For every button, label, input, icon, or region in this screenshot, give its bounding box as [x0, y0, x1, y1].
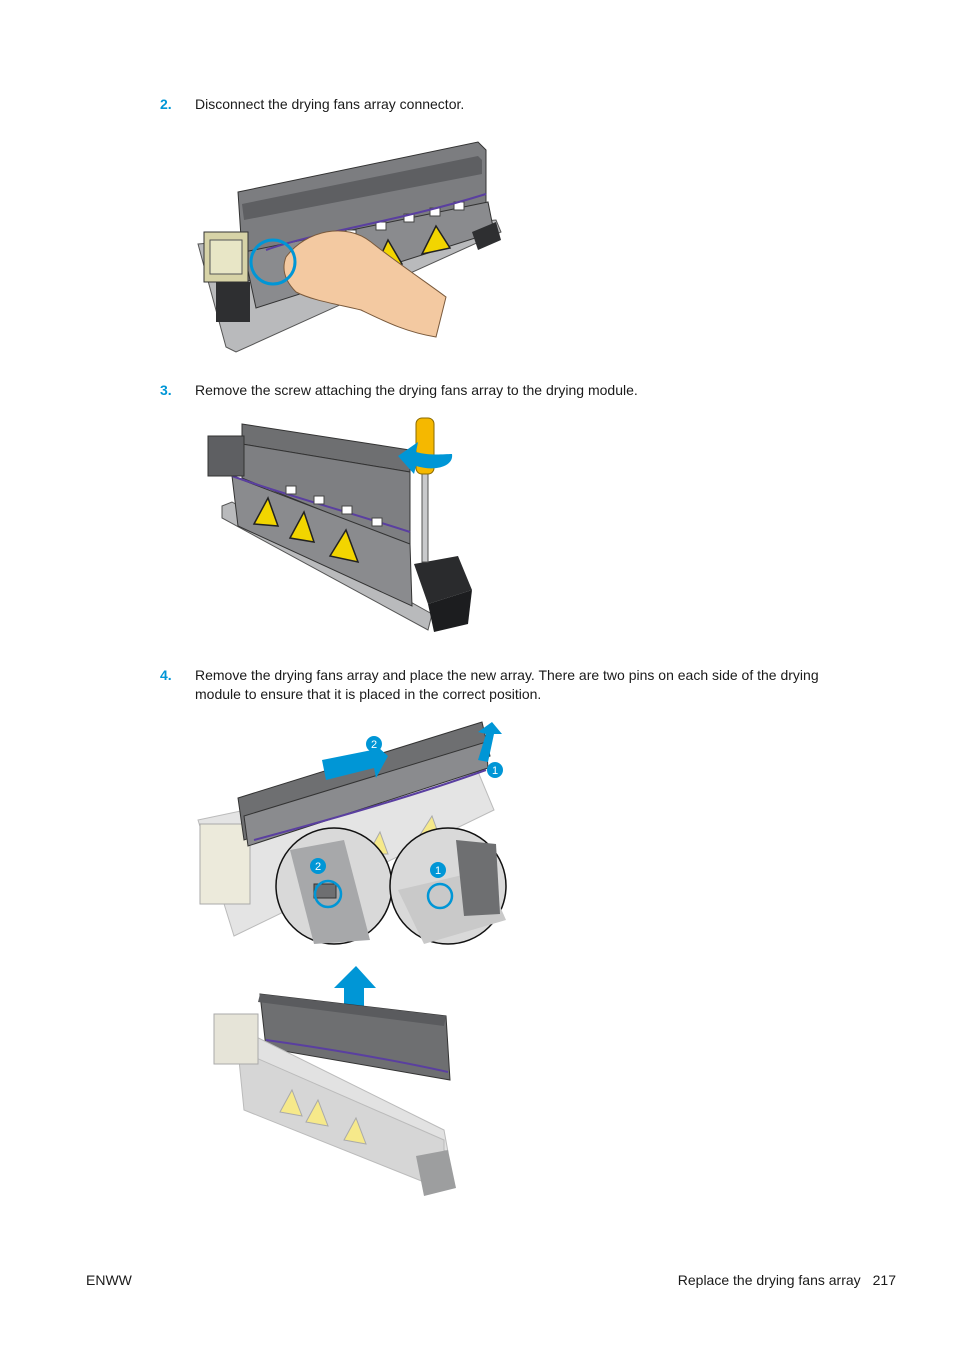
svg-text:1: 1	[492, 765, 498, 777]
step-number: 2.	[160, 96, 172, 112]
callout-2-badge: 2	[366, 736, 382, 752]
figure-replace-array: 2 1 2 1	[194, 720, 514, 1204]
figure-remove-screw	[202, 414, 502, 646]
step-number: 4.	[160, 667, 172, 683]
warning-hot-icon	[252, 496, 280, 527]
warning-electric-icon	[420, 224, 452, 256]
svg-text:1: 1	[435, 865, 441, 877]
lift-arrow-icon	[478, 722, 502, 762]
step-number: 3.	[160, 382, 172, 398]
step-text: Remove the screw attaching the drying fa…	[195, 382, 638, 398]
page-number: 217	[872, 1272, 896, 1288]
step-text: Disconnect the drying fans array connect…	[195, 96, 465, 112]
callout-1-badge: 1	[487, 762, 503, 778]
detail-pin-2: 2	[275, 827, 393, 945]
svg-text:2: 2	[315, 861, 321, 873]
footer-left-label: ENWW	[86, 1272, 132, 1288]
figure-disconnect-connector	[196, 132, 506, 360]
warning-electric-icon	[328, 528, 360, 564]
connector-callout	[249, 238, 297, 286]
footer-section-title: Replace the drying fans array	[677, 1272, 861, 1288]
svg-text:2: 2	[371, 739, 377, 751]
warning-hot-icon	[288, 510, 316, 543]
footer-right: Replace the drying fans array 217	[678, 1272, 896, 1288]
detail-pin-1: 1	[389, 827, 507, 945]
slide-arrow-icon	[322, 740, 388, 780]
step-text: Remove the drying fans array and place t…	[195, 667, 819, 702]
rotate-arrow-icon	[398, 442, 453, 474]
